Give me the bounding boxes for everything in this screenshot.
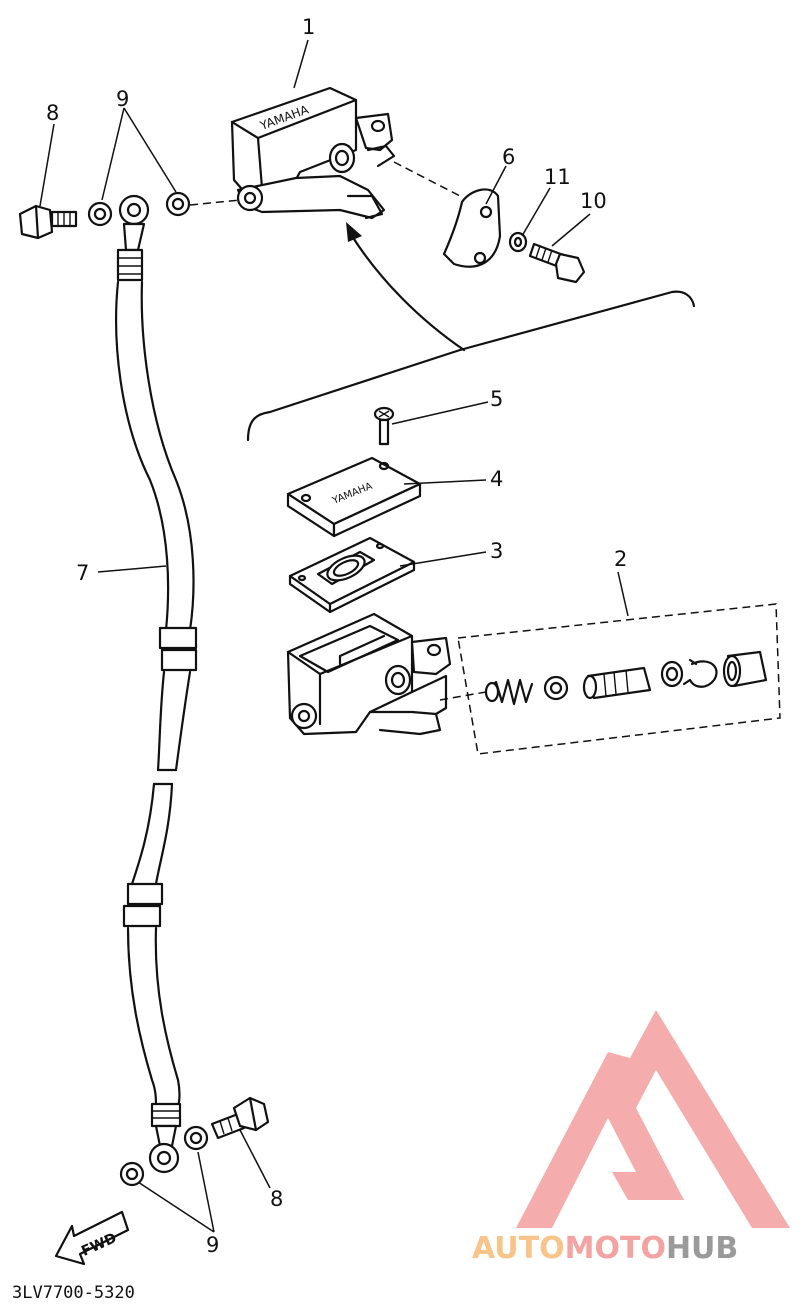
watermark-text: AUTOMOTOHUB	[472, 1231, 738, 1266]
label-part-9-bottom: 9	[206, 1233, 219, 1257]
washer-part-9-bottom-left	[119, 1161, 145, 1187]
triangle-mg-logo-icon	[516, 1010, 790, 1228]
fwd-arrow-icon: FWD	[54, 1210, 130, 1266]
watermark-hub: HUB	[666, 1231, 738, 1266]
label-part-6: 6	[502, 145, 515, 169]
diagram-code: 3LV7700-5320	[12, 1283, 135, 1303]
label-part-2: 2	[614, 547, 627, 571]
master-cylinder-assembled: YAMAHA	[230, 86, 396, 220]
label-part-5: 5	[490, 387, 503, 411]
washer-part-9-bottom-right	[183, 1125, 209, 1151]
label-part-9-top: 9	[116, 87, 129, 111]
bolt-part-10	[528, 242, 586, 284]
label-part-11: 11	[544, 165, 571, 189]
diaphragm-part-3	[288, 536, 416, 614]
banjo-bolt-part-8-top	[18, 204, 78, 240]
clamp-holder-part-6	[442, 188, 502, 268]
reservoir-cap-part-4: YAMAHA	[286, 456, 422, 538]
washer-part-11	[508, 231, 528, 253]
screw-part-5	[373, 406, 395, 446]
banjo-bolt-part-8-bottom	[210, 1096, 270, 1140]
washer-part-9-top-left	[87, 201, 113, 227]
label-part-10: 10	[580, 189, 607, 213]
label-part-4: 4	[490, 467, 503, 491]
piston-kit-part-2	[457, 603, 781, 755]
label-part-8-top: 8	[46, 101, 59, 125]
exploded-detail-bracket	[246, 222, 696, 442]
label-part-8-bottom: 8	[270, 1187, 283, 1211]
master-cylinder-body-detail	[286, 612, 452, 736]
brake-hose-part-7	[115, 194, 198, 1174]
watermark-moto: MOTO	[565, 1231, 666, 1266]
label-part-1: 1	[302, 15, 315, 39]
label-part-3: 3	[490, 539, 503, 563]
label-part-7: 7	[76, 561, 89, 585]
washer-part-9-top-right	[165, 191, 191, 217]
leader-lines	[39, 39, 629, 1233]
watermark-auto: AUTO	[472, 1231, 565, 1266]
